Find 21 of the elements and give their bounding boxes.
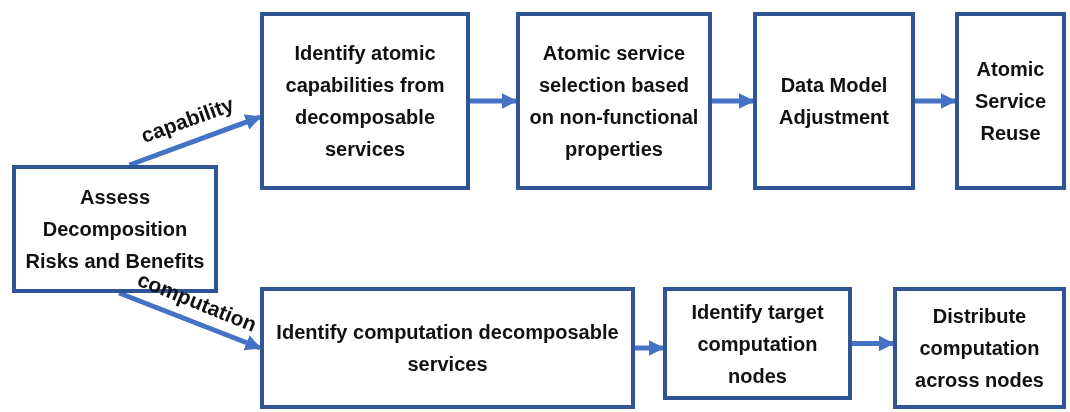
process-box <box>753 12 915 190</box>
process-box <box>516 12 712 190</box>
process-box <box>260 287 635 409</box>
box-text: Identify target computation nodes <box>690 299 825 389</box>
box-text: Distribute computation across nodes <box>914 304 1045 393</box>
process-box <box>893 287 1066 409</box>
arrow <box>712 93 755 109</box>
arrow <box>852 335 895 352</box>
arrow <box>635 340 665 356</box>
box-text: Identify computation decomposable services <box>275 320 620 377</box>
arrow <box>915 93 957 109</box>
box-text: Atomic Service Reuse <box>973 57 1048 146</box>
box-text: Assess Decomposition Risks and Benefits <box>24 185 206 274</box>
arrow <box>128 114 262 168</box>
process-box <box>260 12 470 190</box>
box-text: Identify atomic capabilities from decomposable services <box>284 41 446 162</box>
box-text: Atomic service selection based on non-functional properties <box>528 41 700 162</box>
process-box <box>955 12 1066 190</box>
arrow <box>470 93 518 109</box>
box-text: Data Model Adjustment <box>778 73 890 130</box>
process-box <box>663 287 852 400</box>
